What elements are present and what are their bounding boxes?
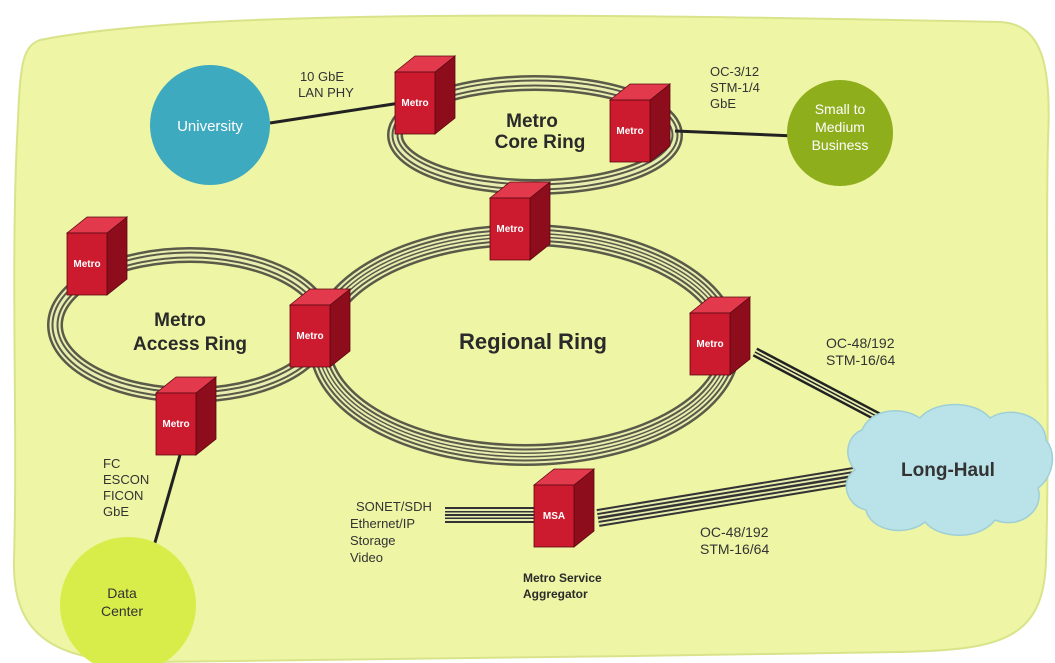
- core-ring-label-line2: Core Ring: [495, 132, 586, 153]
- longhaul-upper-label-line1: OC-48/192: [826, 335, 895, 351]
- metro-box-access-regional-label: Metro: [296, 331, 323, 342]
- msa-input-label-line3: Storage: [350, 533, 396, 548]
- smb-link-label-line3: GbE: [710, 96, 736, 111]
- university-link-label-line1: 10 GbE: [300, 69, 344, 84]
- smb-link-label-line2: STM-1/4: [710, 80, 760, 95]
- metro-box-core-right-front: [609, 99, 651, 163]
- metro-box-core-left-front: [394, 71, 436, 135]
- msa-input-label-line1: SONET/SDH: [356, 499, 432, 514]
- core-ring-label-line1: Metro: [506, 111, 558, 132]
- smb-circle: [787, 80, 893, 186]
- smb-label-line2: Medium: [815, 119, 865, 135]
- datacenter-link-label-line3: FICON: [103, 488, 143, 503]
- smb-label-line3: Business: [812, 137, 869, 153]
- datacenter-link-label-line1: FC: [103, 456, 120, 471]
- metro-box-core-regional-front: [489, 197, 531, 261]
- datacenter-circle: [60, 537, 196, 663]
- msa-longhaul-link: [596, 466, 862, 527]
- metro-box-access-bottom[interactable]: Metro: [154, 376, 218, 456]
- metro-box-access-regional[interactable]: Metro: [288, 288, 352, 368]
- longhaul-lower-label-line2: STM-16/64: [700, 541, 769, 557]
- datacenter-link-label-line2: ESCON: [103, 472, 149, 487]
- metro-box-access-bottom-label: Metro: [162, 419, 189, 430]
- metro-box-access-regional-front: [289, 304, 331, 368]
- metro-box-regional-right-label: Metro: [696, 339, 723, 350]
- university-label: University: [177, 118, 243, 135]
- datacenter-label-line1: Data: [107, 585, 137, 601]
- msa-box[interactable]: MSA: [532, 468, 596, 548]
- university-link: [269, 101, 401, 125]
- metro-box-core-regional-label: Metro: [496, 224, 523, 235]
- datacenter-link-label-line4: GbE: [103, 504, 129, 519]
- background-blob: [12, 14, 1050, 663]
- longhaul-lower-label-line1: OC-48/192: [700, 524, 769, 540]
- datacenter-link: [148, 454, 182, 561]
- metro-box-regional-right[interactable]: Metro: [688, 296, 752, 376]
- metro-box-access-top-label: Metro: [73, 259, 100, 270]
- msa-box-label: MSA: [543, 511, 565, 522]
- longhaul-label: Long-Haul: [901, 460, 995, 481]
- smb-link-label-line1: OC-3/12: [710, 64, 759, 79]
- msa-caption-line2: Aggregator: [523, 587, 588, 601]
- msa-box-front: [533, 484, 575, 548]
- smb-link: [674, 129, 796, 138]
- msa-input-label-line4: Video: [350, 550, 383, 565]
- regional-ring-label: Regional Ring: [459, 329, 607, 354]
- metro-box-regional-right-front: [689, 312, 731, 376]
- longhaul-cloud: [845, 403, 1054, 536]
- access-ring-label-line2: Access Ring: [133, 334, 247, 355]
- metro-box-core-left-label: Metro: [401, 98, 428, 109]
- university-node[interactable]: University: [150, 65, 270, 185]
- access-ring-label-line1: Metro: [154, 310, 206, 331]
- metro-box-access-top[interactable]: Metro: [65, 216, 129, 296]
- metro-box-access-top-front: [66, 232, 108, 296]
- msa-input-label-line2: Ethernet/IP: [350, 516, 415, 531]
- metro-box-core-left[interactable]: Metro: [393, 55, 457, 135]
- metro-box-core-right-label: Metro: [616, 126, 643, 137]
- metro-box-core-right[interactable]: Metro: [608, 83, 672, 163]
- university-link-label-line2: LAN PHY: [298, 85, 354, 100]
- msa-caption-line1: Metro Service: [523, 571, 602, 585]
- datacenter-node[interactable]: Data Center: [60, 537, 196, 663]
- smb-label-line1: Small to: [815, 101, 866, 117]
- longhaul-node[interactable]: Long-Haul: [845, 403, 1054, 536]
- smb-node[interactable]: Small to Medium Business: [787, 80, 893, 186]
- university-circle: [150, 65, 270, 185]
- longhaul-upper-label-line2: STM-16/64: [826, 352, 895, 368]
- metro-box-access-bottom-front: [155, 392, 197, 456]
- longhaul-upper-link: [752, 347, 883, 423]
- metro-box-core-regional[interactable]: Metro: [488, 181, 552, 261]
- datacenter-label-line2: Center: [101, 603, 143, 619]
